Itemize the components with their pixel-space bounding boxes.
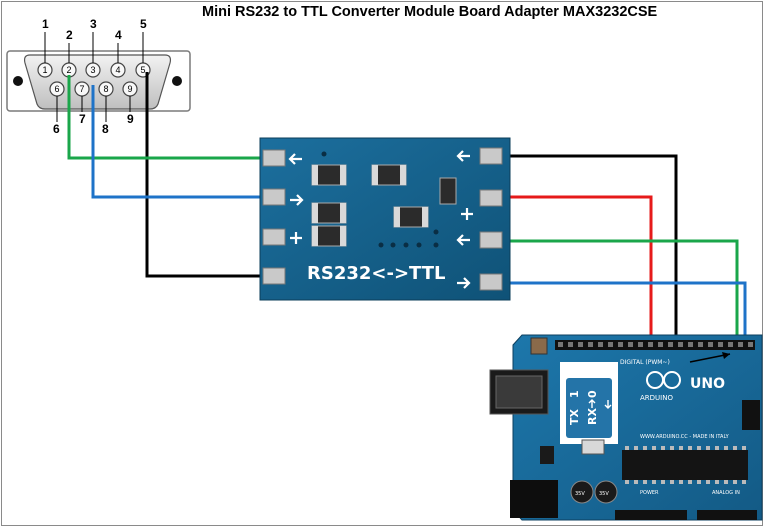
db9-pin-number-label: 3 <box>90 17 97 31</box>
digital-header-pin <box>728 342 733 347</box>
db9-bottom-pin-row: 6 7 8 9 <box>49 81 138 97</box>
digital-header-pin <box>678 342 683 347</box>
db9-right-screw-hole <box>172 76 182 86</box>
arduino-brand: ARDUINO <box>640 394 673 402</box>
digital-header-pin <box>648 342 653 347</box>
digital-header-pin <box>748 342 753 347</box>
module-arrow-left-3 <box>456 234 470 246</box>
arduino-uno-logo: UNO <box>690 376 725 392</box>
db9-pin-number-label: 4 <box>115 28 122 42</box>
module-arrow-right-2 <box>457 277 471 289</box>
digital-header-pin <box>558 342 563 347</box>
arduino-url: WWW.ARDUINO.CC - MADE IN ITALY <box>640 434 730 440</box>
rs232-ttl-module: RS232<->TTL <box>259 137 511 301</box>
module-pad-left-2 <box>262 188 286 206</box>
arduino-power-label: POWER <box>640 490 659 496</box>
db9-pin-number-label: 7 <box>79 112 86 126</box>
db9-connector: 1 2 3 4 5 6 7 8 9 <box>6 50 191 112</box>
digital-header-pin <box>628 342 633 347</box>
arduino-power-header <box>615 510 687 520</box>
module-pad-right-1 <box>479 147 503 165</box>
black-wire-db9-gnd <box>145 72 283 278</box>
tx-value: 1 <box>568 390 581 398</box>
db9-pin-inner-label: 6 <box>54 84 59 94</box>
svg-text:35V: 35V <box>575 491 585 497</box>
digital-header-pin <box>618 342 623 347</box>
db9-pin-number-label: 2 <box>66 28 73 42</box>
db9-pin-number-label: 6 <box>53 122 60 136</box>
db9-pin-inner-label: 2 <box>66 65 71 75</box>
db9-pin-number-label: 9 <box>127 112 134 126</box>
svg-text:35V: 35V <box>599 491 609 497</box>
rx-label: RX <box>586 408 599 425</box>
green-wire-module-rx <box>494 239 739 340</box>
arduino-capacitor-2 <box>594 480 618 504</box>
arduino-uno-board: DIGITAL (PWM~) UNO ARDUINO TX 1 RX 0 <box>489 334 763 521</box>
module-pad-right-2 <box>479 189 503 207</box>
db9-pin-inner-label: 5 <box>140 65 145 75</box>
arduino-infinity-logo <box>646 371 681 389</box>
arduino-digital-header <box>555 340 755 350</box>
digital-header-pin <box>598 342 603 347</box>
module-silkscreen-label: RS232<->TTL <box>307 263 445 284</box>
wires <box>67 72 747 520</box>
arduino-analog-header <box>697 510 757 520</box>
db9-left-screw-hole <box>13 76 23 86</box>
module-pad-left-1 <box>262 149 286 167</box>
module-pad-right-4 <box>479 273 503 291</box>
db9-pin-inner-label: 1 <box>42 65 47 75</box>
digital-header-pin <box>718 342 723 347</box>
module-arrow-left-2 <box>456 150 470 162</box>
digital-header-pin <box>698 342 703 347</box>
digital-header-pin <box>738 342 743 347</box>
db9-pin-inner-label: 7 <box>79 84 84 94</box>
db9-pin-inner-label: 4 <box>115 65 120 75</box>
module-arrow-right-1 <box>290 194 304 206</box>
db9-pin-number-label: 5 <box>140 17 147 31</box>
arduino-capacitor-1 <box>570 480 594 504</box>
db9-pin-labels: 1 2 3 4 5 6 7 8 9 <box>42 17 147 136</box>
tx-label: TX <box>568 408 581 425</box>
arduino-reset-button <box>530 337 548 355</box>
digital-header-pin <box>578 342 583 347</box>
db9-d-shell <box>23 54 172 110</box>
module-pad-left-3 <box>262 228 286 246</box>
module-pad-right-3 <box>479 231 503 249</box>
digital-header-pin <box>638 342 643 347</box>
db9-pin-inner-label: 8 <box>103 84 108 94</box>
digital-header-pin <box>688 342 693 347</box>
digital-header-pin <box>588 342 593 347</box>
green-wire-db9-pin2 <box>67 75 275 160</box>
module-plus-left <box>290 232 302 244</box>
blue-wire-db9-pin3 <box>91 85 276 199</box>
blue-wire-module-tx <box>494 281 747 352</box>
arduino-power-jack <box>510 480 558 518</box>
module-arrow-left-1 <box>288 153 302 165</box>
digital-header-pin <box>708 342 713 347</box>
module-resistor <box>439 177 457 205</box>
arduino-icsp-header <box>742 400 760 430</box>
arduino-digital-label: DIGITAL (PWM~) <box>620 359 670 366</box>
db9-pin-number-label: 1 <box>42 17 49 31</box>
module-plus-right <box>461 208 473 220</box>
arduino-analog-label: ANALOG IN <box>712 490 740 496</box>
module-pad-left-4 <box>262 267 286 285</box>
db9-pin-inner-label: 9 <box>127 84 132 94</box>
arduino-atmega-chip <box>622 450 748 480</box>
digital-header-pin <box>658 342 663 347</box>
digital-header-pin <box>568 342 573 347</box>
digital-header-pin <box>668 342 673 347</box>
digital-header-pin <box>608 342 613 347</box>
diagram-title: Mini RS232 to TTL Converter Module Board… <box>202 4 658 20</box>
db9-pin-number-label: 8 <box>102 122 109 136</box>
db9-pin-inner-label: 3 <box>90 65 95 75</box>
rx-value: 0 <box>586 390 599 398</box>
